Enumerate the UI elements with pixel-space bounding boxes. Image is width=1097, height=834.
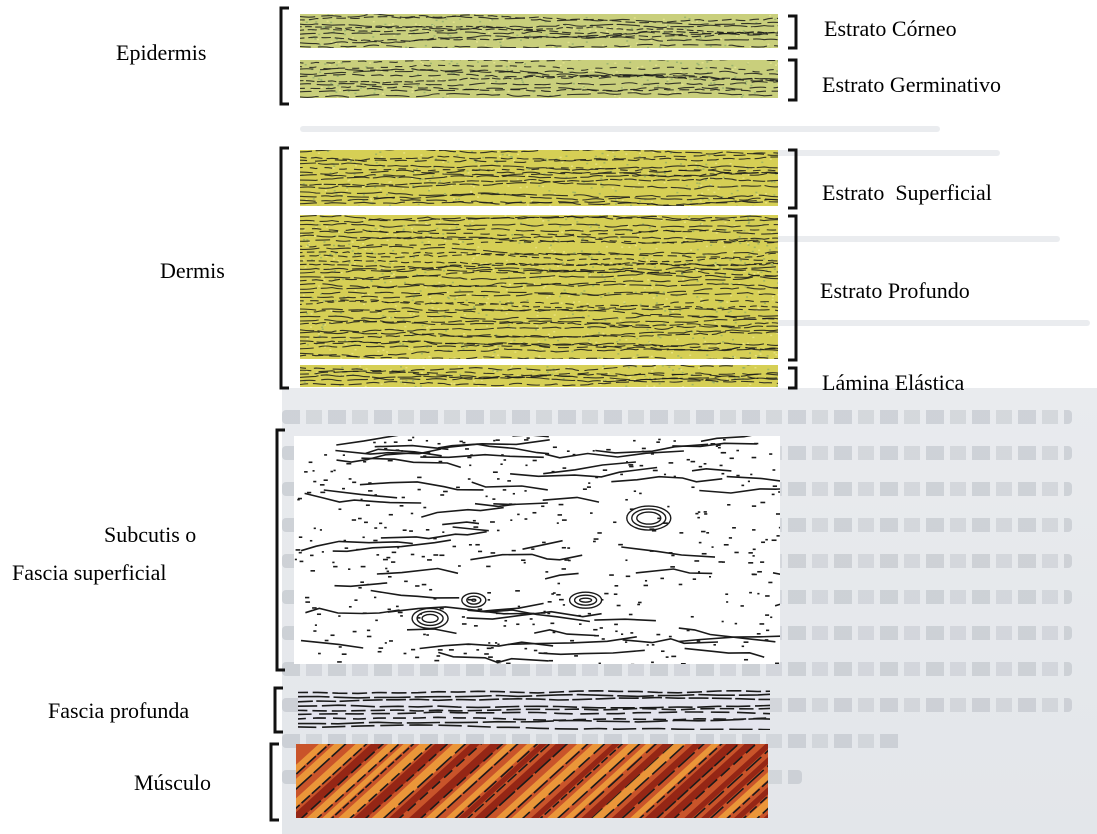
estrato-superficial-label: Estrato Superficial xyxy=(822,180,992,206)
fascia-profunda-layer xyxy=(298,690,770,730)
dermis-label: Dermis xyxy=(160,258,225,284)
dermis-bracket xyxy=(276,146,292,390)
estrato-corneo-bracket xyxy=(786,14,800,50)
estrato-corneo-label: Estrato Córneo xyxy=(824,16,957,42)
musculo-label: Músculo xyxy=(134,770,211,796)
epidermis-bracket xyxy=(276,6,292,106)
estrato-germinativo-bracket xyxy=(786,58,800,102)
musculo-layer xyxy=(296,744,768,818)
background-scan-line xyxy=(760,236,1060,242)
lamina-elastica-label: Lámina Elástica xyxy=(822,370,964,396)
subcutis-layer xyxy=(294,436,780,664)
estrato-corneo-layer xyxy=(300,14,778,48)
background-scan-line xyxy=(300,126,940,132)
estrato-profundo-layer xyxy=(300,215,778,359)
estrato-profundo-bracket xyxy=(786,214,800,362)
estrato-profundo-label: Estrato Profundo xyxy=(820,278,970,304)
estrato-superficial-bracket xyxy=(786,148,800,210)
subcutis-label-line1: Subcutis o xyxy=(104,522,196,548)
lamina-elastica-bracket xyxy=(786,366,800,390)
fascia-profunda-bracket xyxy=(270,686,286,734)
estrato-superficial-layer xyxy=(300,150,778,206)
musculo-bracket xyxy=(266,742,282,822)
background-scan-line xyxy=(760,320,1090,326)
epidermis-label: Epidermis xyxy=(116,40,206,66)
fascia-profunda-label: Fascia profunda xyxy=(48,698,189,724)
subcutis-label-line2: Fascia superficial xyxy=(12,560,167,586)
subcutis-bracket xyxy=(272,428,288,672)
lamina-elastica-layer xyxy=(300,365,778,387)
estrato-germinativo-label: Estrato Germinativo xyxy=(822,72,1001,98)
estrato-germinativo-layer xyxy=(300,60,778,98)
